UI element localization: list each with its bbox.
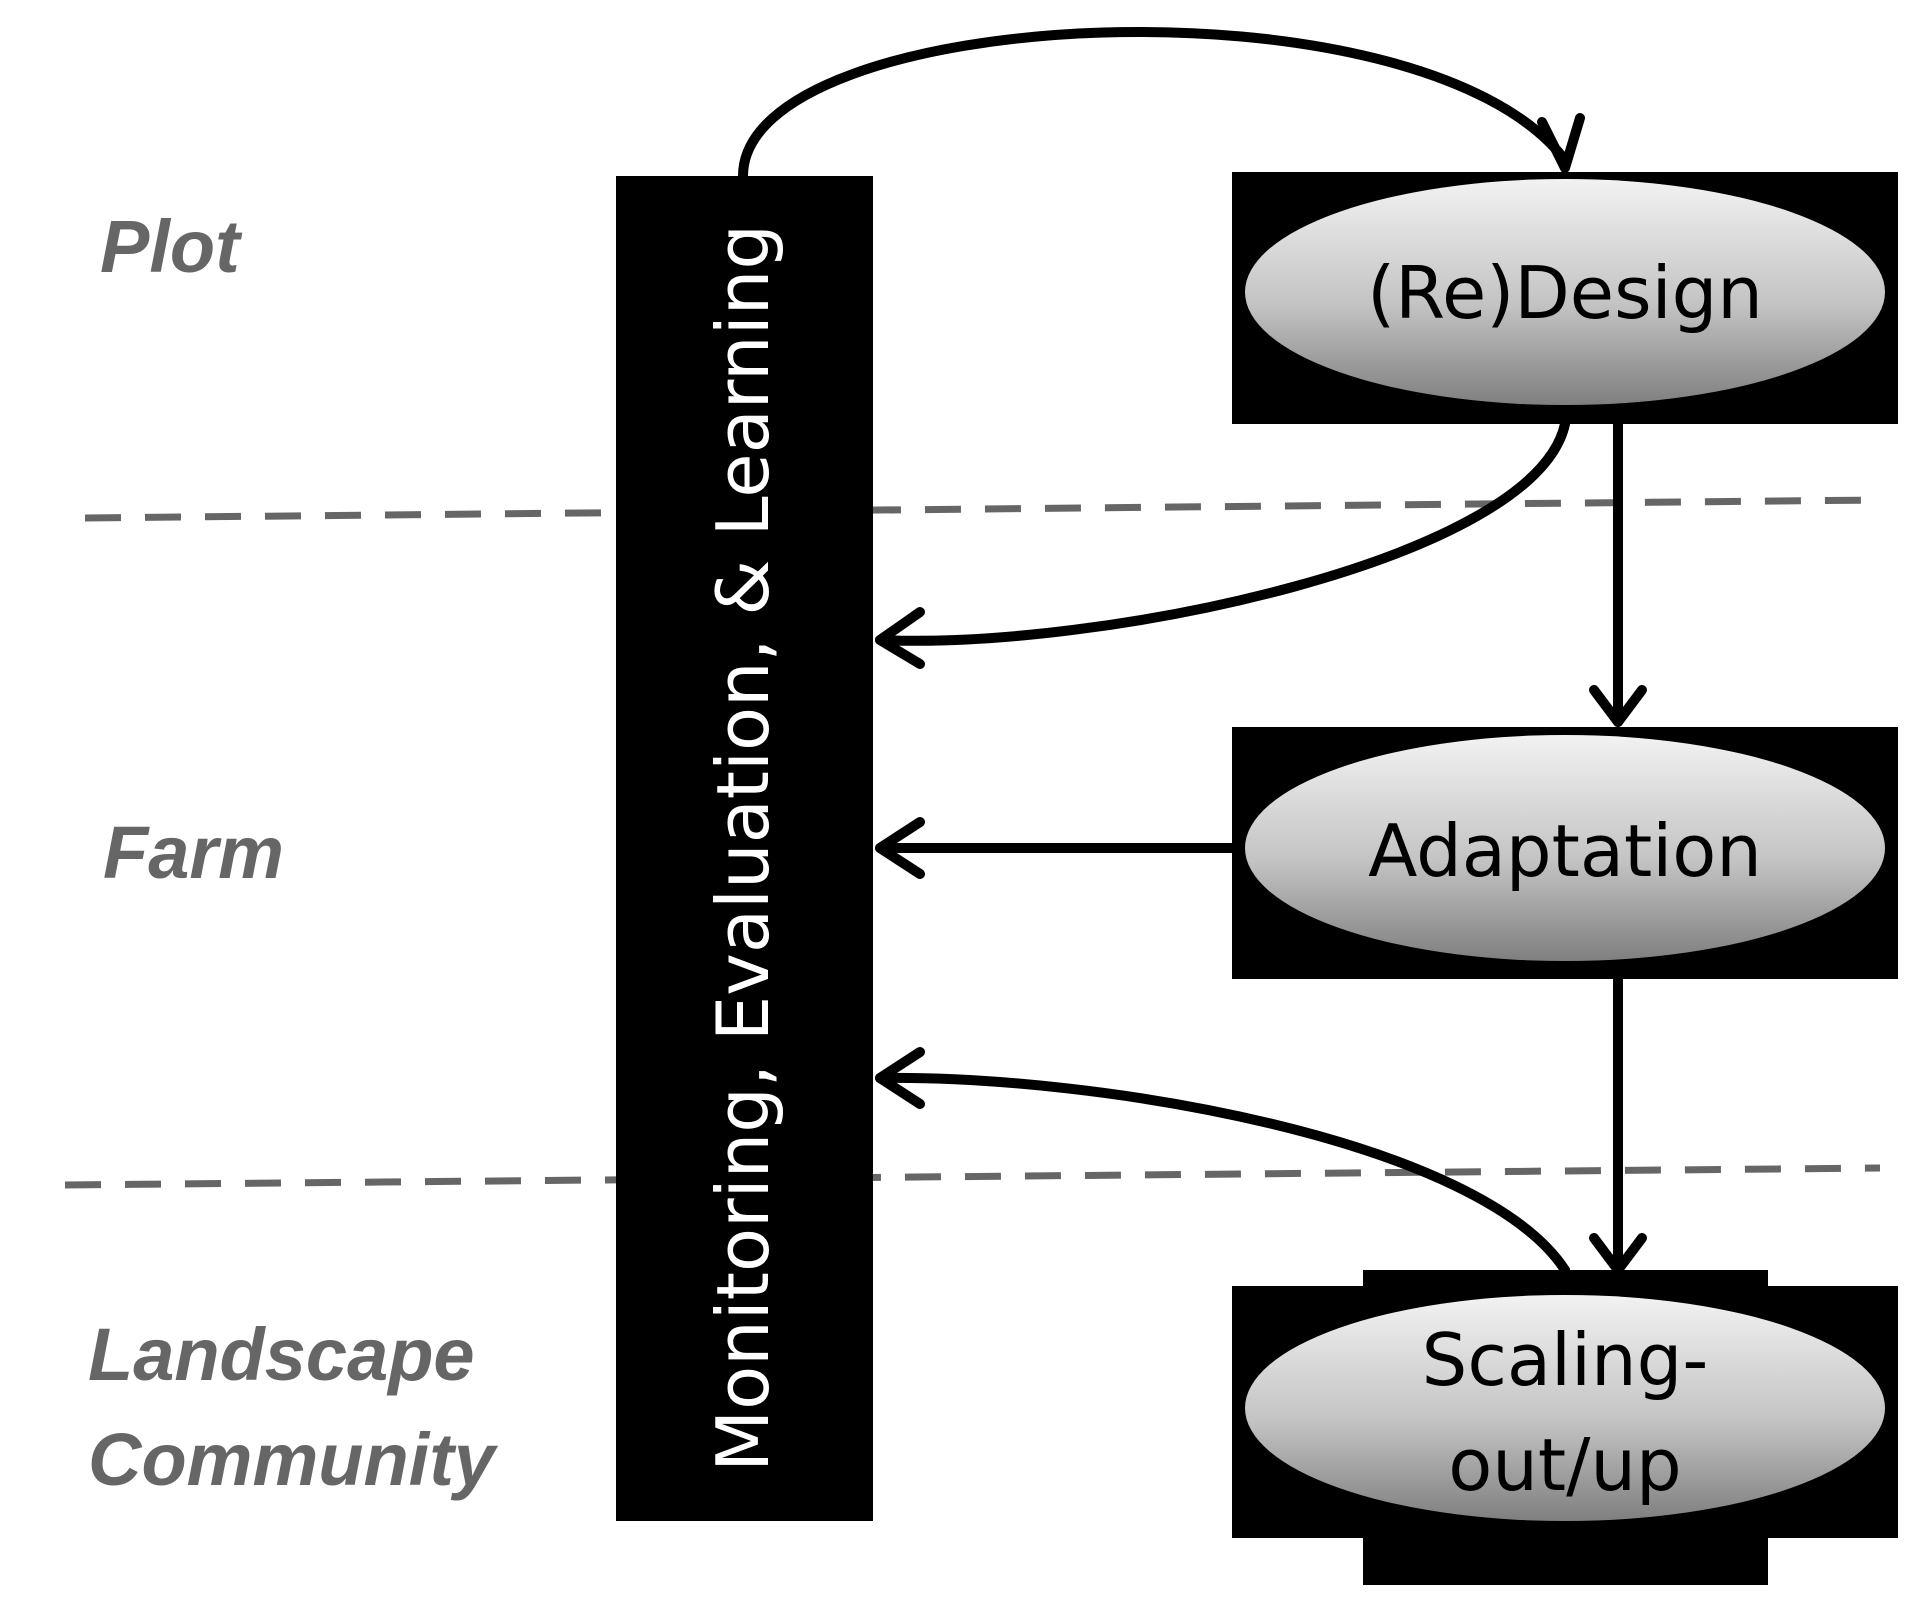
scaling-ellipse: [1245, 1295, 1885, 1521]
redesign-ellipse: [1245, 179, 1885, 405]
divider-plot-farm: [84, 496, 1881, 522]
adaptation-label: Adaptation: [1368, 809, 1762, 893]
arrowhead-adaptation-to-mel: [875, 817, 925, 879]
level-label-community: Community: [88, 1418, 499, 1501]
arrow-redesign-to-mel: [875, 419, 1570, 646]
adaptation-ellipse: [1245, 735, 1885, 961]
mel-box: [616, 176, 873, 1521]
arrowhead-scaling-to-mel: [875, 1047, 925, 1109]
scaling-label-line2: out/up: [1448, 1423, 1682, 1507]
arrowhead-redesign-to-mel: [875, 607, 925, 669]
redesign-label: (Re)Design: [1367, 251, 1763, 335]
arrow-scaling-to-mel: [875, 1072, 1570, 1275]
arrowhead-mel-to-redesign: [1537, 113, 1585, 173]
level-label-farm: Farm: [103, 811, 284, 894]
arrowhead-adaptation-to-scaling: [1589, 1233, 1647, 1275]
scaling-label-line1: Scaling-: [1422, 1318, 1709, 1402]
level-label-landscape: Landscape: [88, 1313, 475, 1396]
divider-farm-landscape: [64, 1164, 1881, 1189]
arrowhead-redesign-to-adaptation: [1589, 685, 1647, 727]
arrow-mel-to-redesign: [738, 27, 1570, 181]
mel-label: Monitoring, Evaluation, & Learning: [701, 224, 785, 1472]
level-label-plot: Plot: [100, 205, 243, 288]
